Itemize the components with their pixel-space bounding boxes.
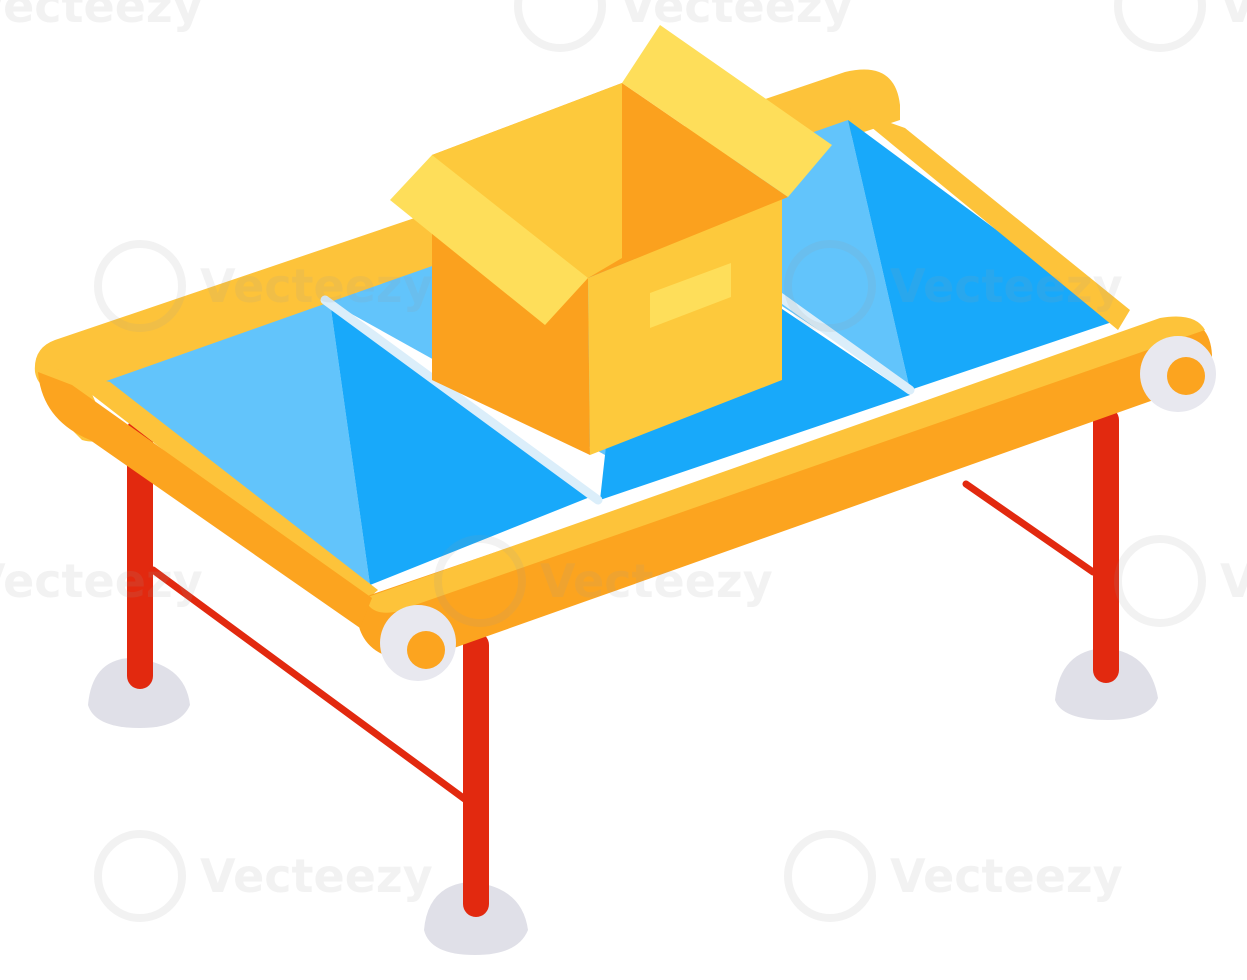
near-rail-top-edge bbox=[365, 316, 1205, 613]
watermark-logo-icon bbox=[94, 830, 186, 922]
watermark-logo-icon bbox=[1114, 535, 1206, 627]
watermark-text: Vecteezy bbox=[200, 259, 433, 313]
brace-back-right bbox=[962, 480, 1097, 576]
watermark-logo-icon bbox=[514, 0, 606, 52]
watermark-tile: Vecteezy bbox=[94, 240, 433, 332]
near-rail bbox=[38, 108, 1212, 661]
watermark-logo-icon bbox=[434, 535, 526, 627]
watermark-logo-icon bbox=[1114, 0, 1206, 52]
watermark-layer: VecteezyVecteezyVecteezyVecteezyVecteezy… bbox=[0, 0, 1247, 922]
watermark-tile: Vecteezy bbox=[514, 0, 853, 52]
watermark-logo-icon bbox=[784, 830, 876, 922]
watermark-text: Vecteezy bbox=[1220, 554, 1247, 608]
watermark-tile: Vecteezy bbox=[94, 830, 433, 922]
watermark-text: Vecteezy bbox=[540, 554, 773, 608]
brace-back-left bbox=[149, 566, 470, 804]
watermark-tile: Vecteezy bbox=[1114, 535, 1247, 627]
watermark-logo-icon bbox=[784, 240, 876, 332]
watermark-tile: Vecteezy bbox=[0, 0, 203, 33]
watermark-text: Vecteezy bbox=[0, 554, 203, 608]
watermark-tile: Vecteezy bbox=[1114, 0, 1247, 52]
belt-panel-3-dark bbox=[848, 120, 1118, 390]
belt-divider-2 bbox=[775, 292, 915, 395]
box-side-face bbox=[588, 198, 782, 455]
watermark-text: Vecteezy bbox=[0, 0, 203, 33]
watermark-tile: Vecteezy bbox=[784, 830, 1123, 922]
roller-right-hub bbox=[1167, 357, 1205, 395]
open-cardboard-box bbox=[390, 25, 832, 455]
watermark-text: Vecteezy bbox=[200, 849, 433, 903]
roller-front-hub bbox=[407, 631, 445, 669]
left-rail-front bbox=[38, 372, 372, 628]
box-label bbox=[650, 263, 731, 328]
table-legs bbox=[127, 407, 1119, 917]
watermark-tile: Vecteezy bbox=[0, 554, 203, 608]
box-flap-left bbox=[390, 155, 588, 325]
watermark-logo-icon bbox=[94, 240, 186, 332]
watermark-text: Vecteezy bbox=[890, 259, 1123, 313]
belt-divider-1 bbox=[320, 295, 603, 505]
foot-shadow-front bbox=[424, 882, 528, 955]
foot-shadow-back-left bbox=[88, 658, 190, 728]
right-rail-top bbox=[848, 108, 1130, 330]
watermark-tile: Vecteezy bbox=[434, 535, 773, 627]
belt-panel-1-dark bbox=[330, 302, 595, 585]
watermark-text: Vecteezy bbox=[620, 0, 853, 33]
box-flap-right bbox=[622, 25, 832, 197]
near-rail-front bbox=[357, 319, 1212, 661]
belt-panel-1-light bbox=[95, 302, 370, 585]
watermark-text: Vecteezy bbox=[890, 849, 1123, 903]
rollers bbox=[380, 336, 1216, 681]
foot-shadows bbox=[88, 648, 1158, 955]
watermark-text: Vecteezy bbox=[1220, 0, 1247, 33]
foot-shadow-back-right bbox=[1055, 648, 1158, 720]
near-rail-top bbox=[60, 370, 378, 604]
watermark-tile: Vecteezy bbox=[784, 240, 1123, 332]
